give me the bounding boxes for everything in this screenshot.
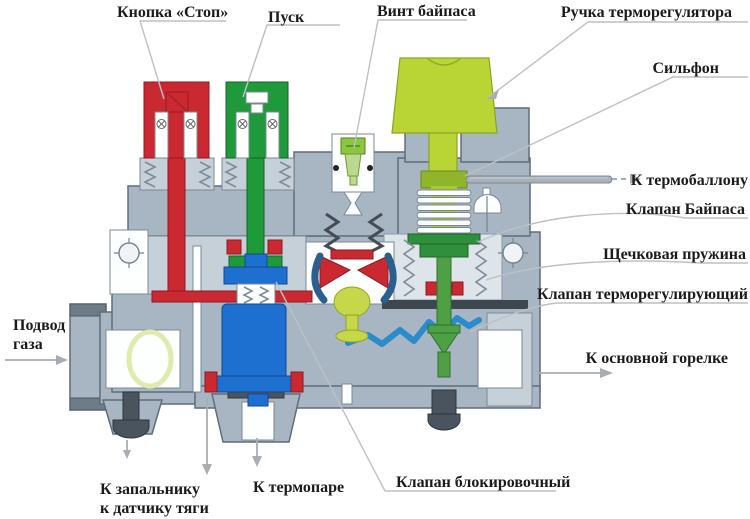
bolt-section-left [114,238,144,268]
stop-button-cap [143,81,210,159]
pilot-gas-pipe [345,315,482,347]
pilot-poppet [343,191,363,216]
blocking-valve-body [221,303,287,381]
bellows [416,186,472,234]
pilot-valve-assembly [311,212,397,304]
label-to-main-burner: К основной горелке [586,350,728,367]
leader-thermostat-handle [488,21,748,98]
label-stop-button: Кнопка «Стоп» [117,4,228,21]
label-bypass-valve: Клапан Байпаса [626,201,745,218]
label-gas-inlet-line2: газа [13,336,43,353]
pilot-poppet-valve [333,286,371,343]
outlet-bore [477,329,523,389]
label-to-thermocouple: К термопаре [253,479,344,496]
bypass-screw [331,133,375,216]
label-to-thermobulb: К термобаллону [631,172,748,189]
start-button-stem [246,157,265,261]
anchor-arm-right [380,252,397,304]
cheek-spring-right [474,239,488,297]
arrow-igniter [202,398,212,475]
igniter-port-plug [112,391,150,439]
thermostat-handle [391,57,498,134]
labels: Кнопка «Стоп» Пуск Винт байпаса Ручка те… [13,3,748,517]
spring-coil [143,161,157,188]
valve-seat-right [356,255,389,289]
leader-blocking-valve [275,281,556,492]
label-cheek-spring: Щечковая пружина [603,246,746,263]
leader-cheek-spring [485,260,748,281]
bolt-section-right [498,238,528,268]
diaphragm-right [367,212,385,254]
spring-coil [278,161,292,188]
diaphragm-left [323,212,341,254]
spring-coil [198,161,212,188]
label-blocking-valve: Клапан блокировочный [396,474,570,491]
label-thermoregulating-valve: Клапан терморегулирующий [537,286,748,303]
stud [192,245,202,393]
bypass-valve [407,233,481,258]
label-bypass-screw: Винт байпаса [377,3,476,20]
spring-coil [224,161,238,188]
cheek-spring-left [402,239,416,297]
leader-thermoregulating-valve [469,302,748,333]
red-channel [151,290,313,303]
arrow-main-burner [538,368,613,378]
label-gas-inlet-line1: Подвод [13,317,65,334]
dome-detail [473,187,502,232]
leader-bypass-screw [353,19,467,149]
valve-seat-left [319,255,352,289]
arrow-igniter-plug [123,440,131,459]
label-to-igniter-line1: К запальнику [100,481,200,498]
label-to-igniter-line2: к датчику тяги [100,500,209,517]
stop-button [143,81,313,303]
label-bellows: Сильфон [653,60,720,77]
arrow-thermocouple [252,438,262,467]
anchor-arm-left [311,252,328,304]
blocking-valve [204,253,304,407]
leader-bellows [464,76,748,177]
leader-bypass-valve [477,212,748,243]
leader-start-button [242,24,340,98]
bellows-collar [420,170,468,189]
thermoregulating-valve [427,256,461,378]
label-thermostat-handle: Ручка терморегулятора [561,4,732,21]
thermocouple-recess [241,401,275,441]
thermobulb-rod [465,175,613,184]
leader-stop-button [139,20,226,100]
thermostat-assembly [391,57,498,378]
leader-lines [5,19,748,492]
arrow-thermobulb [612,174,641,184]
stop-button-stem [167,157,186,293]
arrow-gas-inlet [5,355,68,365]
label-start-button: Пуск [268,9,305,26]
valve-body [69,107,541,443]
bottom-bolt [427,389,461,431]
